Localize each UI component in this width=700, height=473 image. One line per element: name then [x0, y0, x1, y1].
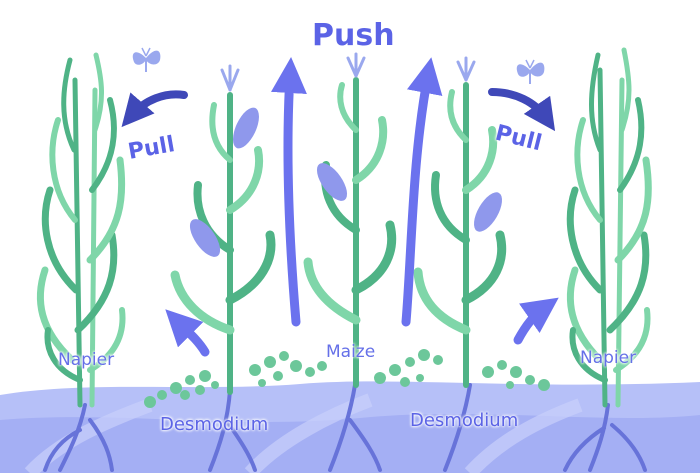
napier-grass-right [566, 47, 652, 408]
maize-label: Maize [326, 342, 376, 362]
maize-plant-left [170, 64, 276, 395]
desmodium-label-right: Desmodium [410, 410, 519, 431]
maize-plant-center [303, 52, 397, 388]
maize-plant-right [413, 56, 507, 388]
moth-icon [516, 59, 545, 84]
napier-grass-left [36, 52, 126, 408]
pull-arrows [121, 88, 556, 132]
desmodium-label-left: Desmodium [160, 414, 269, 435]
push-label: Push [312, 18, 395, 53]
napier-label-right: Napier [580, 348, 637, 368]
push-arrows [165, 57, 559, 357]
roots [43, 383, 647, 472]
napier-label-left: Napier [58, 350, 115, 370]
soil [0, 381, 700, 473]
desmodium-cover [144, 349, 550, 408]
moth-icon [132, 47, 161, 72]
